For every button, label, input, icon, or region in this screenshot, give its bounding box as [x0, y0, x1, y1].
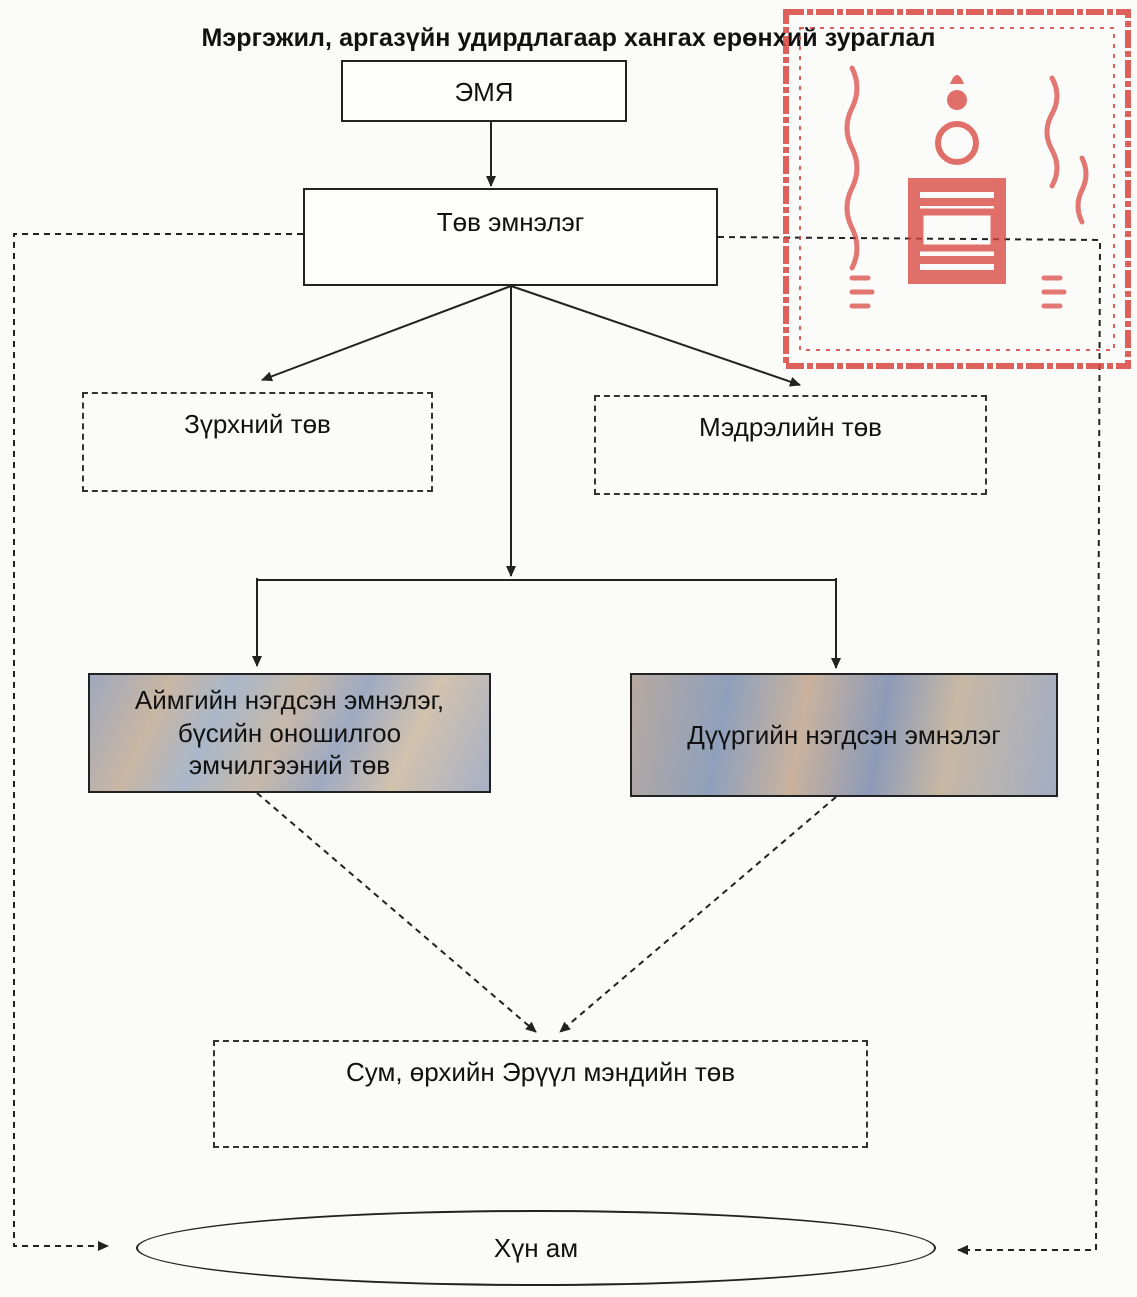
node-neuro-center: Мэдрэлийн төв: [594, 395, 987, 495]
arrow-district-to-soum: [559, 796, 837, 1033]
node-emya-label: ЭМЯ: [454, 77, 514, 107]
node-neuro-center-label: Мэдрэлийн төв: [699, 412, 882, 442]
node-population: Хүн ам: [136, 1210, 936, 1286]
node-district-hospital-label: Дүүргийн нэгдсэн эмнэлэг: [687, 719, 1001, 750]
node-aimag-hospital: Аймгийн нэгдсэн эмнэлэг, бүсийн оношилго…: [88, 673, 491, 793]
arrow-central-to-neuro: [510, 285, 801, 387]
node-district-hospital: Дүүргийн нэгдсэн эмнэлэг: [630, 673, 1058, 797]
arrow-central-to-population-left: [13, 233, 303, 1251]
node-heart-center-label: Зүрхний төв: [184, 409, 331, 439]
node-population-label: Хүн ам: [493, 1232, 579, 1263]
node-central-hospital-label: Төв эмнэлэг: [436, 207, 585, 237]
split-bar: [256, 578, 837, 581]
node-aimag-hospital-label: Аймгийн нэгдсэн эмнэлэг, бүсийн оношилго…: [134, 685, 445, 781]
arrow-aimag-to-soum: [256, 792, 537, 1033]
node-central-hospital: Төв эмнэлэг: [303, 188, 718, 286]
official-seal-stamp: [783, 9, 1131, 369]
node-heart-center: Зүрхний төв: [82, 392, 433, 492]
arrow-central-to-heart: [261, 285, 512, 382]
node-soum-center-label: Сум, өрхийн Эрүүл мэндийн төв: [345, 1057, 736, 1087]
node-soum-center: Сум, өрхийн Эрүүл мэндийн төв: [213, 1040, 868, 1148]
node-emya: ЭМЯ: [341, 60, 627, 122]
